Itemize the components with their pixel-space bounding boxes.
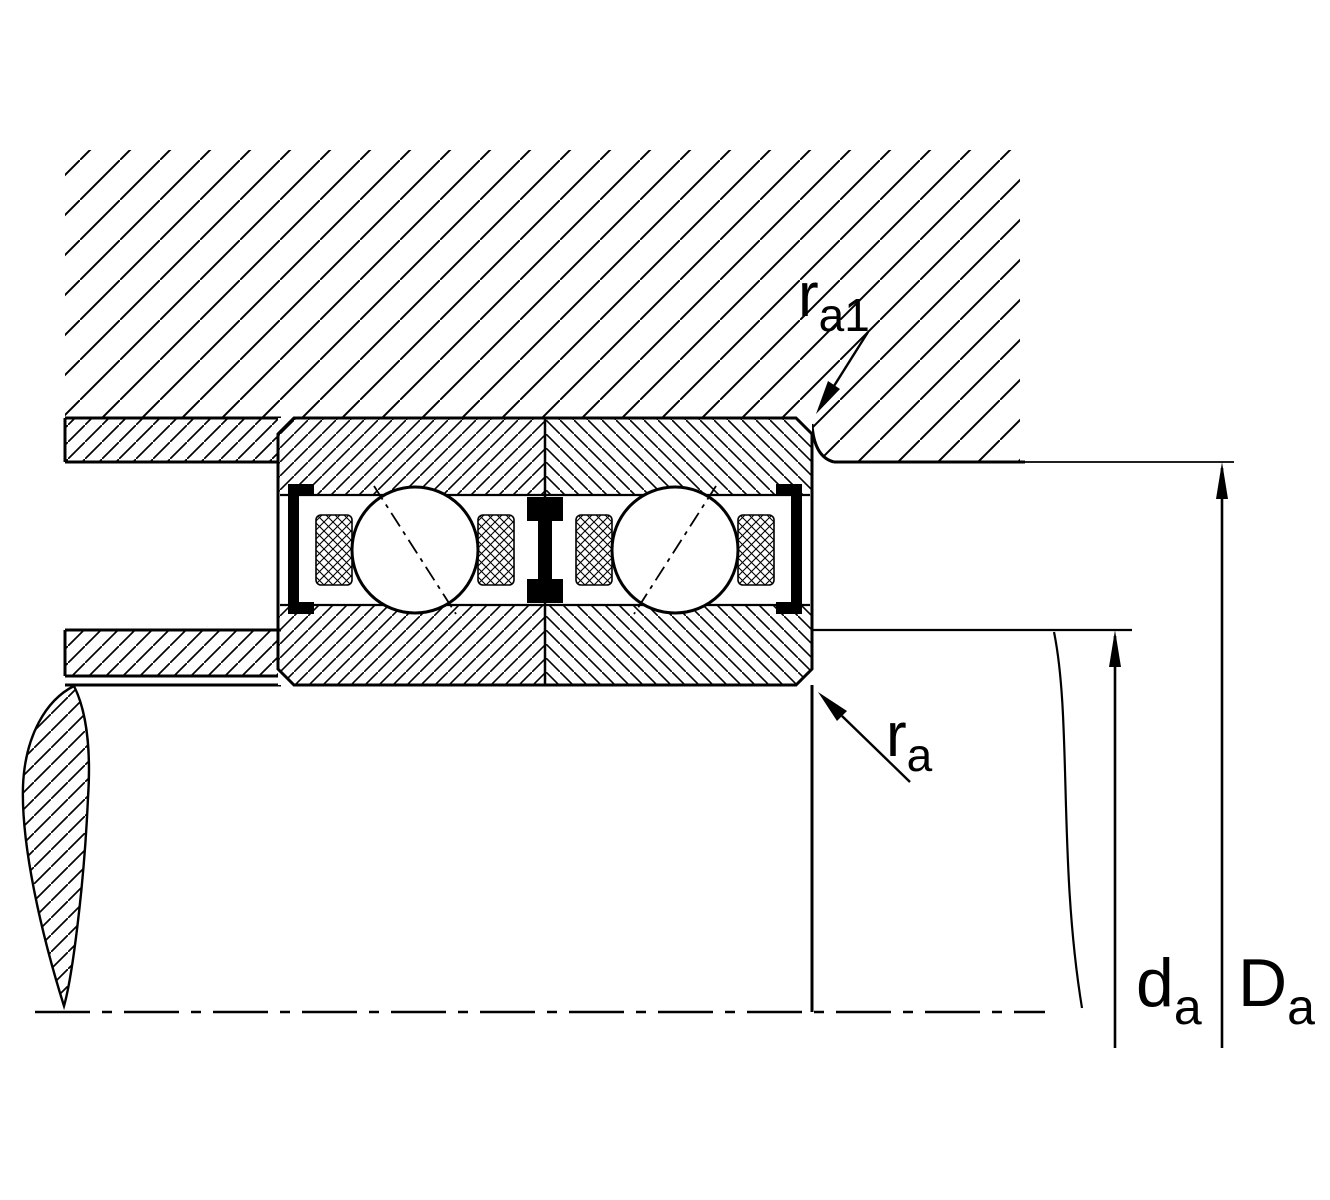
cage-section	[737, 514, 775, 586]
bearing-outline	[276, 416, 814, 687]
seal-left	[288, 484, 314, 614]
housing-hatch	[65, 150, 1020, 462]
label-Da-sub: a	[1287, 979, 1315, 1035]
inner-ring-right-hatch	[545, 605, 812, 685]
label-da: da	[1136, 945, 1202, 1035]
label-ra: ra	[886, 701, 933, 781]
label-da-base: d	[1136, 945, 1174, 1021]
leader-ra	[841, 715, 911, 783]
label-ra-base: r	[886, 701, 907, 770]
label-ra-sub: a	[907, 729, 933, 781]
shaft-shoulder-ring	[63, 628, 281, 678]
dimension-da: da	[1109, 630, 1202, 1048]
dimension-Da-arrowhead	[1216, 462, 1228, 499]
housing-shoulder-fillet	[810, 423, 835, 464]
label-ra1-sub: a1	[819, 289, 870, 341]
contact-axis-right	[633, 485, 717, 615]
dimension-da-arrowhead	[1109, 630, 1121, 667]
bearing-pair	[276, 416, 814, 687]
label-Da-base: D	[1238, 945, 1287, 1021]
callout-ra1: ra1	[798, 261, 870, 414]
callout-ra: ra	[818, 692, 933, 783]
leader-ra-arrowhead	[818, 692, 847, 721]
cage-section	[575, 514, 613, 586]
center-spacer	[527, 497, 563, 603]
shaft-break-section	[21, 684, 91, 1011]
leader-ra1-arrowhead	[816, 381, 840, 414]
outer-ring-left-hatch	[278, 418, 545, 495]
label-Da: Da	[1238, 945, 1315, 1035]
shaft-break-curve	[1052, 631, 1084, 1009]
housing-shoulder-ring	[63, 418, 278, 464]
label-ra1: ra1	[798, 261, 870, 341]
cage-section	[315, 514, 353, 586]
housing-shoulder-ring-hatch	[65, 418, 278, 462]
dimension-Da: Da	[1216, 462, 1315, 1048]
shaft-section	[21, 628, 1132, 1012]
cage-section	[477, 514, 515, 586]
contact-axis-left	[373, 485, 457, 615]
label-da-sub: a	[1174, 979, 1202, 1035]
inner-ring-left-hatch	[278, 605, 545, 685]
outer-ring-right-hatch	[545, 418, 812, 495]
seal-right	[776, 484, 802, 614]
label-ra1-base: r	[798, 261, 819, 330]
shaft-shoulder-ring-hatch	[65, 630, 278, 676]
leader-ra1	[832, 331, 870, 387]
